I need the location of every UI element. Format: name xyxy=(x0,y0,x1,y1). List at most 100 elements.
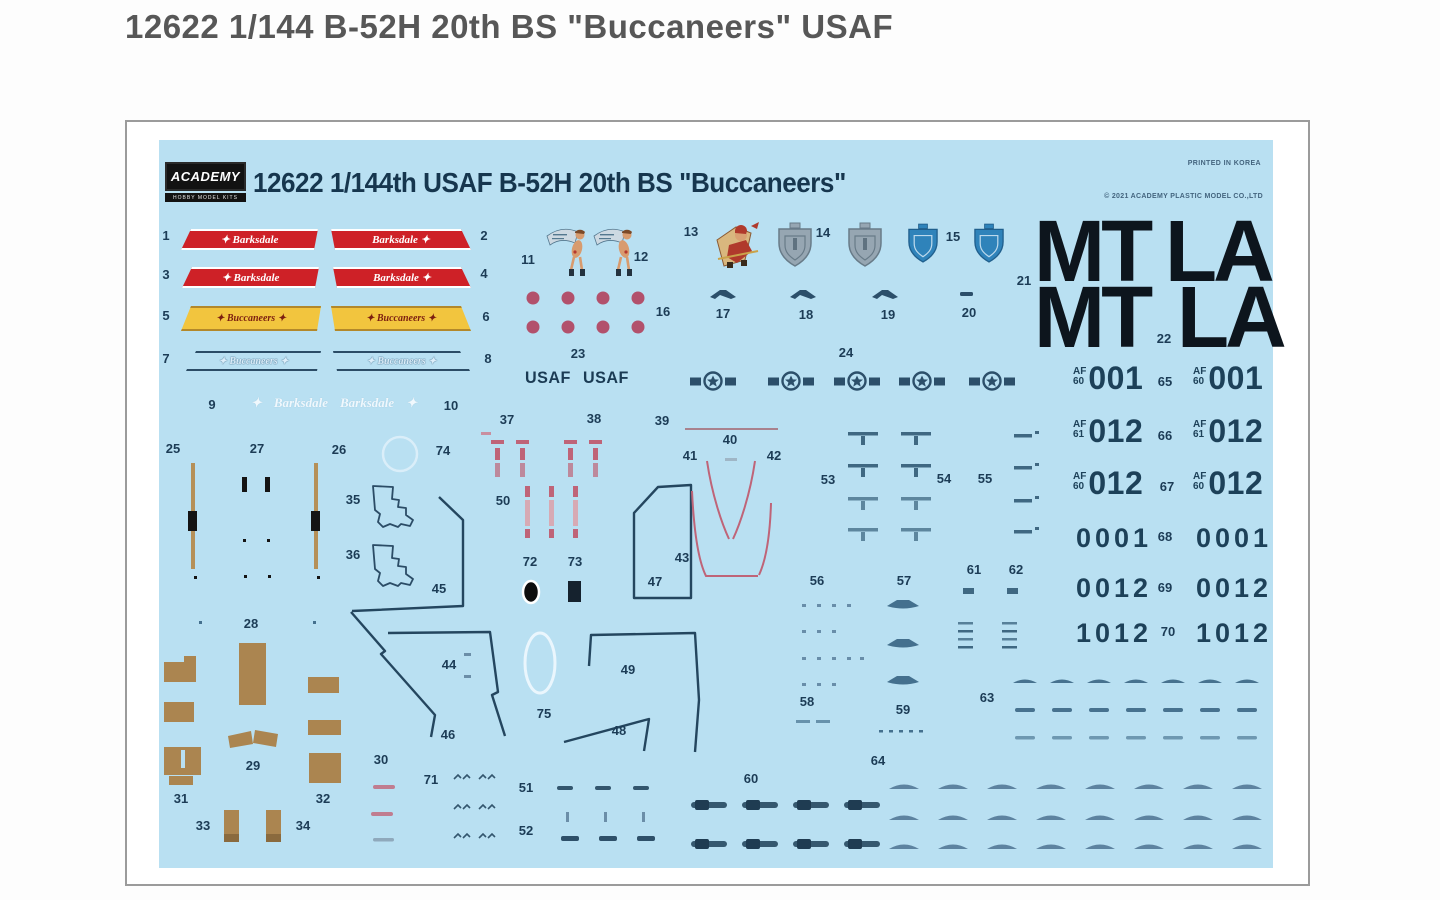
decal-number-26: 26 xyxy=(331,442,347,457)
decal-number-47: 47 xyxy=(647,574,663,589)
serial-digits: 0012 xyxy=(1076,573,1153,603)
white-oval-decal xyxy=(523,631,557,695)
decal-number-35: 35 xyxy=(345,492,361,507)
brand-name: ACADEMY xyxy=(165,162,246,191)
outline-banner-decal: ✦ Buccaneers ✦ xyxy=(186,351,321,371)
serial-number-0001-right: 0001 xyxy=(1196,525,1272,552)
script-banner-decal: ✦ Barksdale Barksdale ✦ xyxy=(221,395,447,411)
decal-number-36: 36 xyxy=(345,547,361,562)
serial-digits: 1012 xyxy=(1076,618,1153,648)
decal-number-22: 22 xyxy=(1156,331,1172,346)
decal-number-52: 52 xyxy=(518,823,534,838)
decal-number-56: 56 xyxy=(809,573,825,588)
decal-number-73: 73 xyxy=(567,554,583,569)
serial-digits: 001 xyxy=(1088,360,1144,396)
serial-number-0001-left: 0001 xyxy=(1076,525,1152,552)
decal-number-63: 63 xyxy=(979,690,995,705)
decal-number-62: 62 xyxy=(1008,562,1024,577)
decal-number-46: 46 xyxy=(440,727,456,742)
page-title: 12622 1/144 B-52H 20th BS "Buccaneers" U… xyxy=(125,8,894,45)
decal-number-37: 37 xyxy=(499,412,515,427)
decal-number-40: 40 xyxy=(722,432,738,447)
serial-number-1012-left: 1012 xyxy=(1076,620,1152,647)
decal-number-29: 29 xyxy=(245,758,261,773)
tiny-chevron-pairs xyxy=(453,773,496,839)
decal-number-41: 41 xyxy=(682,448,698,463)
serial-digits: 012 xyxy=(1088,465,1144,501)
decal-number-71: 71 xyxy=(423,772,439,787)
decal-number-19: 19 xyxy=(880,307,896,322)
decal-number-66: 66 xyxy=(1157,428,1173,443)
serial-digits: 1012 xyxy=(1196,618,1273,648)
hump-rows xyxy=(889,784,1262,849)
decal-number-11: 11 xyxy=(521,252,535,267)
decal-number-3: 3 xyxy=(162,267,170,282)
decal-sheet: ACADEMY HOBBY MODEL KITS 12622 1/144th U… xyxy=(159,140,1287,868)
decal-number-24: 24 xyxy=(838,345,854,360)
printed-in-korea-text: PRINTED IN KOREA xyxy=(1187,160,1261,167)
pinup-nose-art-left xyxy=(546,228,585,276)
decal-number-60: 60 xyxy=(743,771,759,786)
decal-number-49: 49 xyxy=(620,662,636,677)
tan-block-decals xyxy=(164,643,341,842)
red-banner-decal: ✦ Barksdale xyxy=(182,267,319,288)
decal-number-44: 44 xyxy=(441,657,457,672)
decal-number-31: 31 xyxy=(173,791,189,806)
yellow-banner-decal: ✦ Buccaneers ✦ xyxy=(181,306,321,331)
decal-number-70: 70 xyxy=(1160,624,1176,639)
decal-number-4: 4 xyxy=(480,266,488,281)
decal-number-65: 65 xyxy=(1157,374,1173,389)
decal-number-48: 48 xyxy=(611,723,627,738)
decal-number-34: 34 xyxy=(295,818,311,833)
decal-number-30: 30 xyxy=(373,752,389,767)
decal-number-59: 59 xyxy=(895,702,911,717)
decal-number-32: 32 xyxy=(315,791,331,806)
brand-subtitle: HOBBY MODEL KITS xyxy=(165,193,246,202)
chevron-rows xyxy=(1013,679,1259,740)
t-mark-columns xyxy=(848,431,1039,541)
decal-number-27: 27 xyxy=(249,441,265,456)
louisiana-outlines xyxy=(372,485,414,587)
banner-ornament: ✦ xyxy=(406,395,418,410)
decal-number-53: 53 xyxy=(820,472,836,487)
decal-number-75: 75 xyxy=(536,706,552,721)
decal-number-38: 38 xyxy=(586,411,602,426)
decal-number-58: 58 xyxy=(799,694,815,709)
red-dot-decals xyxy=(526,291,645,334)
decal-number-55: 55 xyxy=(977,471,993,486)
decal-number-23: 23 xyxy=(570,346,586,361)
serial-digits: 012 xyxy=(1088,413,1144,449)
dot-grid xyxy=(802,604,864,686)
tail-code-la-1: LA xyxy=(1165,203,1275,300)
decal-number-51: 51 xyxy=(518,780,534,795)
decal-number-39: 39 xyxy=(654,413,670,428)
decal-number-28: 28 xyxy=(243,616,259,631)
decal-number-42: 42 xyxy=(766,448,782,463)
tail-code-mt-1: MT xyxy=(1034,203,1153,300)
decal-number-43: 43 xyxy=(674,550,690,565)
decal-number-33: 33 xyxy=(195,818,211,833)
red-corner-marks xyxy=(491,440,602,477)
panel-outline-decals xyxy=(350,483,701,753)
red-banner-decal: ✦ Barksdale xyxy=(181,229,318,250)
red-stripe-decals xyxy=(525,486,578,538)
academy-logo: ACADEMY HOBBY MODEL KITS xyxy=(165,162,246,202)
decal-number-16: 16 xyxy=(655,304,671,319)
usaf-title-right: USAF xyxy=(583,368,629,387)
serial-digits: 012 xyxy=(1208,465,1264,501)
decal-number-64: 64 xyxy=(870,753,886,768)
decal-number-6: 6 xyxy=(482,309,490,324)
decal-number-15: 15 xyxy=(945,229,961,244)
usaf-title-left: USAF xyxy=(525,368,571,387)
